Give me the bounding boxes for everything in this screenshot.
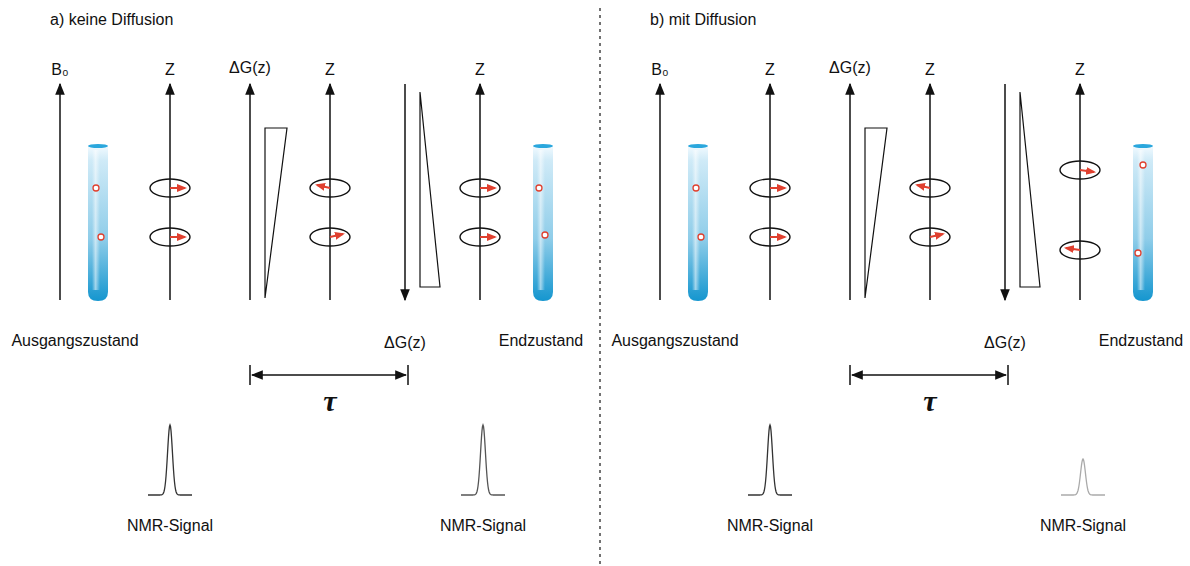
- divider: [599, 8, 601, 566]
- field-label: B₀: [651, 61, 668, 79]
- signal-label: NMR-Signal: [440, 517, 526, 535]
- z-axis: [169, 84, 171, 300]
- sample-tube: [88, 144, 108, 301]
- axis-label: Z: [765, 61, 775, 79]
- spin-ellipse: [150, 228, 190, 246]
- panel-heading: a) keine Diffusion: [50, 11, 173, 29]
- gradient-wedge: [265, 128, 287, 298]
- gradient-label: ΔG(z): [229, 59, 271, 77]
- field-arrow: [659, 84, 661, 300]
- spin-ellipse: [460, 228, 500, 246]
- axis-label: Z: [1075, 61, 1085, 79]
- field-arrow: [59, 84, 61, 300]
- sample-tube: [1133, 144, 1153, 301]
- z-axis: [929, 84, 931, 300]
- panel-illustration: [660, 84, 1153, 495]
- spin-ellipse: [1060, 161, 1100, 179]
- spin-ellipse: [910, 228, 950, 246]
- delay-label: τ: [323, 384, 336, 417]
- sample-tube: [533, 144, 553, 301]
- nmr-peak: [461, 425, 505, 495]
- gradient-arrow: [849, 84, 851, 300]
- signal-label: NMR-Signal: [727, 517, 813, 535]
- axis-label: Z: [325, 61, 335, 79]
- signal-label: NMR-Signal: [127, 517, 213, 535]
- axis-label: Z: [165, 61, 175, 79]
- gradient-label: ΔG(z): [984, 334, 1026, 352]
- spin-ellipse: [910, 179, 950, 197]
- nmr-peak: [1061, 459, 1105, 495]
- gradient-wedge: [420, 92, 440, 287]
- panel-illustration: [60, 84, 553, 495]
- spin-ellipse: [1060, 241, 1100, 259]
- z-axis: [479, 84, 481, 300]
- spin-ellipse: [150, 179, 190, 197]
- spin-ellipse: [460, 179, 500, 197]
- spin-ellipse: [750, 179, 790, 197]
- state-label: Ausgangszustand: [11, 332, 138, 350]
- spin-ellipse: [750, 228, 790, 246]
- state-label: Endzustand: [499, 332, 584, 350]
- z-axis: [329, 84, 331, 300]
- z-axis: [1079, 84, 1081, 300]
- state-label: Ausgangszustand: [611, 332, 738, 350]
- gradient-arrow: [404, 84, 406, 300]
- gradient-wedge: [865, 128, 887, 298]
- axis-label: Z: [925, 61, 935, 79]
- z-axis: [769, 84, 771, 300]
- gradient-wedge: [1020, 92, 1040, 287]
- gradient-arrow: [1004, 84, 1006, 300]
- sample-tube: [688, 144, 708, 301]
- gradient-label: ΔG(z): [384, 334, 426, 352]
- axis-label: Z: [475, 61, 485, 79]
- spin-ellipse: [310, 228, 350, 246]
- gradient-label: ΔG(z): [829, 59, 871, 77]
- signal-label: NMR-Signal: [1040, 517, 1126, 535]
- nmr-peak: [148, 425, 192, 495]
- gradient-arrow: [249, 84, 251, 300]
- tau-bracket: [850, 365, 1008, 385]
- delay-label: τ: [923, 384, 936, 417]
- state-label: Endzustand: [1099, 332, 1184, 350]
- tau-bracket: [250, 365, 408, 385]
- nmr-peak: [748, 425, 792, 495]
- panel-heading: b) mit Diffusion: [650, 11, 756, 29]
- spin-ellipse: [310, 179, 350, 197]
- field-label: B₀: [51, 61, 68, 79]
